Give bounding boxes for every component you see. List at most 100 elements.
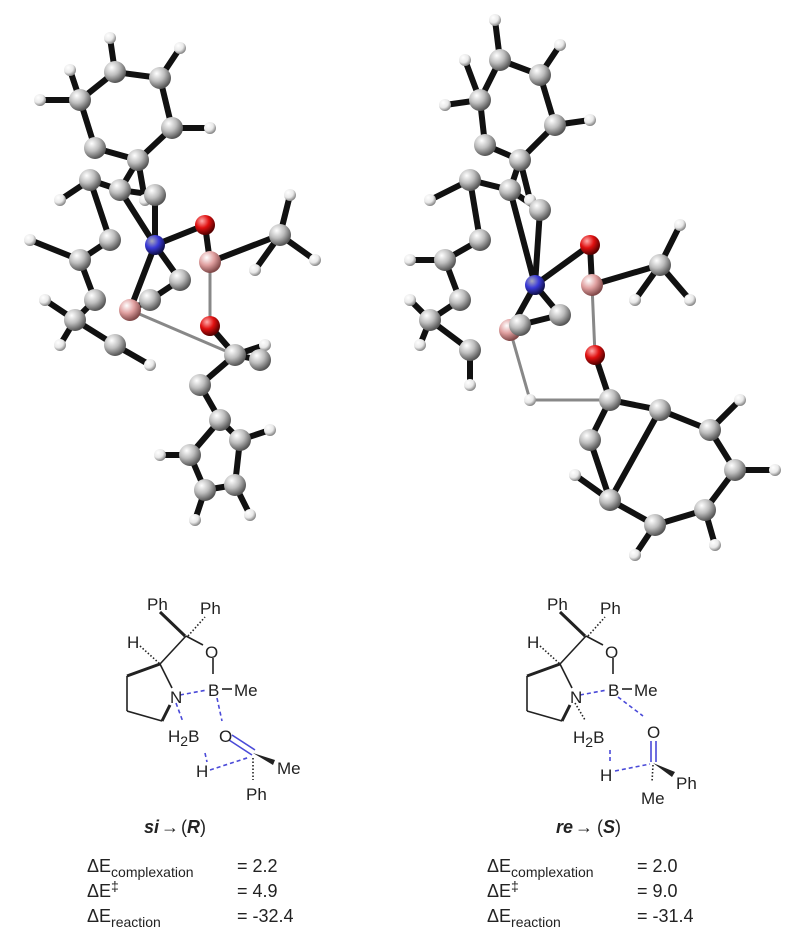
hydrogen-atom [524,394,536,406]
boron-atom [581,274,603,296]
bond [127,242,158,313]
label-h: H [127,633,139,652]
carbon-atom [79,169,101,191]
carbon-atom [474,134,496,156]
carbon-atom [469,89,491,111]
carbon-atom [109,179,131,201]
hydrogen-atom [414,339,426,351]
hydrogen-atom [674,219,686,231]
carbon-atom [104,334,126,356]
carbon-atom [69,249,91,271]
carbon-atom [419,309,441,331]
oxygen-atom [585,345,605,365]
nitrogen-atom [145,235,165,255]
label-h: H [527,633,539,652]
boron-atom [119,299,141,321]
hydrogen-atom [189,514,201,526]
label-b: B [208,681,219,700]
structure-si [126,610,275,780]
carbon-atom [169,269,191,291]
hydrogen-atom [584,114,596,126]
carbon-atom [224,344,246,366]
carbon-atom [509,314,531,336]
hydrogen-atom [554,39,566,51]
carbon-atom [99,229,121,251]
hydrogen-atom [24,234,36,246]
hydrogen-atom [684,294,696,306]
carbon-atom [649,254,671,276]
carbon-atom [84,137,106,159]
energy-reaction-label: ΔEreaction [487,906,561,930]
label-o-ring: O [205,643,218,662]
carbon-atom [469,229,491,251]
hydrogen-atom [144,359,156,371]
hydrogen-atom [104,32,116,44]
hydrogen-atom [39,294,51,306]
hydrogen-atom [489,14,501,26]
carbon-atom [149,67,171,89]
energy-reaction-value: = -31.4 [637,906,694,926]
carbon-atom [189,374,211,396]
hydrogen-atom [709,539,721,551]
carbon-atom [499,179,521,201]
hydrogen-atom [259,339,271,351]
energy-barrier-value: = 4.9 [237,881,278,901]
oxygen-atom [580,235,600,255]
hydrogen-atom [629,549,641,561]
carbon-atom [209,409,231,431]
carbon-atom [694,499,716,521]
label-o-carbonyl: O [219,727,232,746]
label-sub-right: Me [277,759,301,778]
label-h2b-sub: 2 [180,733,188,749]
label-n: N [570,688,582,707]
bond [508,328,532,402]
hydrogen-atom [154,449,166,461]
hydrogen-atom [569,469,581,481]
label-o-ring: O [605,643,618,662]
oxygen-atom [200,316,220,336]
energy-reaction-value: = -32.4 [237,906,294,926]
hydrogen-atom [64,64,76,76]
hydrogen-atom [204,122,216,134]
carbon-atom [69,89,91,111]
carbon-atom [644,514,666,536]
label-h2b-sub: 2 [585,734,593,750]
label-ph1: Ph [547,595,568,614]
bond [507,187,538,288]
energy-complexation-value: = 2.2 [237,856,278,876]
bond [607,407,663,503]
energy-complexation-label: ΔEcomplexation [87,856,194,880]
carbon-atom [544,114,566,136]
carbon-atom [64,309,86,331]
carbon-atom [699,419,721,441]
hydrogen-atom [404,294,416,306]
carbon-atom [84,289,106,311]
label-sub-bottom: Ph [246,785,267,804]
carbon-atom [229,429,251,451]
carbon-atom [529,199,551,221]
carbon-atom [139,289,161,311]
carbon-atom [161,117,183,139]
label-h2b-b: B [593,728,604,747]
energy-complexation-label: ΔEcomplexation [487,856,594,880]
hydrogen-atom [244,509,256,521]
energy-reaction-label: ΔEreaction [87,906,161,930]
carbon-atom [489,49,511,71]
carbon-atom [249,349,271,371]
carbon-atom [179,444,201,466]
carbon-atom [434,249,456,271]
energy-barrier-value: = 9.0 [637,881,678,901]
energies-si: ΔEcomplexation = 2.2 ΔE‡ = 4.9 ΔEreactio… [87,856,294,930]
structure-re [526,610,675,783]
carbon-atom [579,429,601,451]
bond [128,308,237,357]
label-ph1: Ph [147,595,168,614]
nitrogen-atom [525,275,545,295]
hydrogen-atom [34,94,46,106]
hydrogen-atom [404,254,416,266]
carbon-atom [104,61,126,83]
hydrogen-atom [734,394,746,406]
label-ph2: Ph [600,599,621,618]
hydrogen-atom [284,189,296,201]
